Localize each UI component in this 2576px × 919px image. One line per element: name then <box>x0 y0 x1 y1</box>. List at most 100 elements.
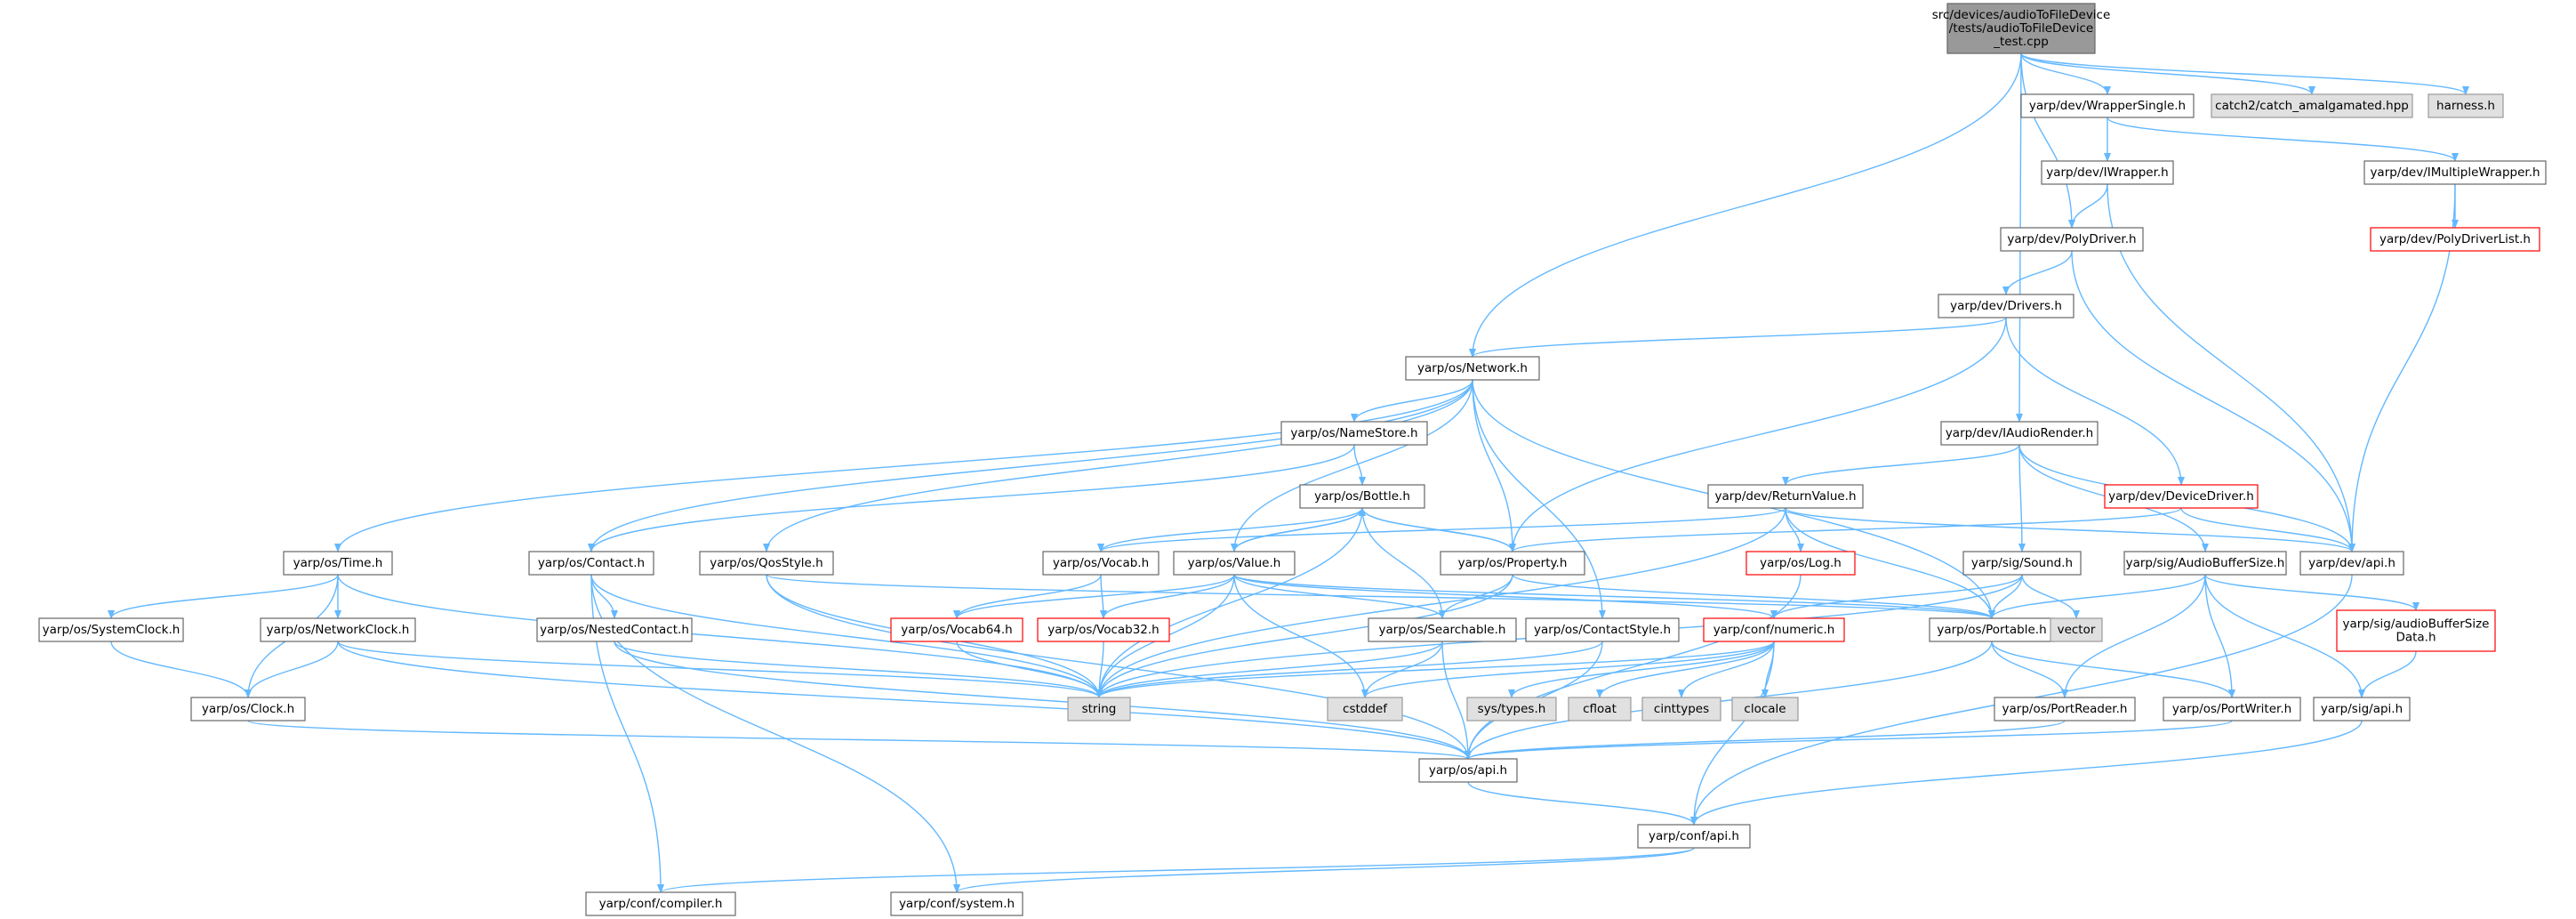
node-vocab[interactable]: yarp/os/Vocab.h <box>1042 551 1160 576</box>
node-box <box>2020 93 2195 118</box>
node-label: yarp/dev/Drivers.h <box>1950 299 2062 313</box>
edge-nestedcontact-to-string <box>614 641 1103 698</box>
node-portwriter[interactable]: yarp/os/PortWriter.h <box>2163 697 2301 721</box>
edge-network-to-contact <box>588 379 1473 552</box>
node-box <box>1946 3 2096 54</box>
node-value[interactable]: yarp/os/Value.h <box>1173 551 1296 576</box>
node-wrapsingle[interactable]: yarp/dev/WrapperSingle.h <box>2020 93 2195 118</box>
edge-property-to-string <box>1095 574 1513 698</box>
node-label: Data.h <box>2395 631 2436 645</box>
node-box <box>2000 227 2144 252</box>
edge-iwrapper-to-devapi <box>2107 183 2355 552</box>
edge-searchable-to-osapi <box>1441 641 1472 760</box>
node-label: yarp/dev/api.h <box>2308 556 2395 570</box>
node-contact[interactable]: yarp/os/Contact.h <box>528 551 654 576</box>
node-log[interactable]: yarp/os/Log.h <box>1745 551 1856 576</box>
node-iaudiorender[interactable]: yarp/dev/IAudioRender.h <box>1940 421 2099 446</box>
node-bottle[interactable]: yarp/os/Bottle.h <box>1299 484 1425 509</box>
node-sound[interactable]: yarp/sig/Sound.h <box>1962 551 2082 576</box>
node-network[interactable]: yarp/os/Network.h <box>1405 356 1540 381</box>
node-cfloat: cfloat <box>1568 697 1632 721</box>
node-box <box>699 551 834 576</box>
node-label: yarp/os/Log.h <box>1760 556 1842 570</box>
node-label: yarp/os/NestedContact.h <box>540 623 689 637</box>
node-time[interactable]: yarp/os/Time.h <box>283 551 393 576</box>
node-nestedcontact[interactable]: yarp/os/NestedContact.h <box>536 617 693 642</box>
node-devapi[interactable]: yarp/dev/api.h <box>2299 551 2404 576</box>
node-box <box>2313 697 2411 721</box>
node-box <box>260 617 416 642</box>
node-label: clocale <box>1744 702 1786 716</box>
node-box <box>1299 484 1425 509</box>
edge-wrapsingle-to-imultiwrapper <box>2107 117 2459 162</box>
edge-returnvalue-to-vocab <box>1097 507 1786 552</box>
node-portable[interactable]: yarp/os/Portable.h <box>1929 617 2055 642</box>
node-osapi[interactable]: yarp/os/api.h <box>1418 758 1518 783</box>
node-compiler[interactable]: yarp/conf/compiler.h <box>585 891 736 916</box>
node-box <box>2163 697 2301 721</box>
node-audiobuffersize[interactable]: yarp/sig/AudioBufferSize.h <box>2123 551 2287 576</box>
node-label: yarp/os/ContactStyle.h <box>1534 623 1671 637</box>
node-sigapi[interactable]: yarp/sig/api.h <box>2313 697 2411 721</box>
node-vocab32[interactable]: yarp/os/Vocab32.h <box>1037 617 1170 642</box>
node-box <box>1929 617 2055 642</box>
node-vector: vector <box>2050 617 2103 642</box>
edge-network-to-time <box>334 379 1473 552</box>
node-portreader[interactable]: yarp/os/PortReader.h <box>1994 697 2136 721</box>
node-drivers[interactable]: yarp/dev/Drivers.h <box>1938 294 2074 318</box>
node-iwrapper[interactable]: yarp/dev/IWrapper.h <box>2041 160 2174 185</box>
node-box <box>1938 294 2074 318</box>
edge-audiobuffersize-to-audiobufdata <box>2204 574 2420 611</box>
node-catch2: catch2/catch_amalgamated.hpp <box>2211 93 2413 118</box>
edge-iaudiorender-to-returnvalue <box>1782 444 2020 486</box>
node-label: yarp/os/PortReader.h <box>2002 702 2128 716</box>
node-polydriver[interactable]: yarp/dev/PolyDriver.h <box>2000 227 2144 252</box>
node-root[interactable]: src/devices/audioToFileDevice/tests/audi… <box>1932 3 2111 54</box>
node-box <box>2211 93 2413 118</box>
node-label: src/devices/audioToFileDevice <box>1932 8 2111 22</box>
node-systemclock[interactable]: yarp/os/SystemClock.h <box>38 617 184 642</box>
node-vocab64[interactable]: yarp/os/Vocab64.h <box>890 617 1023 642</box>
node-box <box>2363 160 2547 185</box>
node-label: yarp/os/Vocab.h <box>1053 556 1149 570</box>
node-namestore[interactable]: yarp/os/NameStore.h <box>1280 421 1428 446</box>
edge-numeric-to-clocale <box>1761 641 1775 698</box>
node-label: yarp/conf/system.h <box>899 897 1015 911</box>
edge-polydriver-to-drivers <box>2002 250 2073 295</box>
node-searchable[interactable]: yarp/os/Searchable.h <box>1368 617 1517 642</box>
edge-root-to-harness <box>2020 52 2469 95</box>
node-confapi[interactable]: yarp/conf/api.h <box>1637 824 1751 849</box>
node-box <box>1368 617 1517 642</box>
node-box <box>2104 484 2259 509</box>
node-system[interactable]: yarp/conf/system.h <box>890 891 1023 916</box>
node-returnvalue[interactable]: yarp/dev/ReturnValue.h <box>1707 484 1864 509</box>
node-devicedriver[interactable]: yarp/dev/DeviceDriver.h <box>2104 484 2259 509</box>
edge-osapi-to-confapi <box>1467 781 1697 826</box>
edge-network-to-contactstyle <box>1472 379 1606 619</box>
node-clock[interactable]: yarp/os/Clock.h <box>190 697 306 721</box>
node-box <box>890 891 1023 916</box>
node-box <box>2299 551 2404 576</box>
node-box <box>890 617 1023 642</box>
node-box <box>1173 551 1296 576</box>
node-property[interactable]: yarp/os/Property.h <box>1440 551 1585 576</box>
node-qosstyle[interactable]: yarp/os/QosStyle.h <box>699 551 834 576</box>
node-numeric[interactable]: yarp/conf/numeric.h <box>1703 617 1845 642</box>
node-networkclock[interactable]: yarp/os/NetworkClock.h <box>260 617 416 642</box>
edge-returnvalue-to-portable <box>1785 507 1995 619</box>
node-label: catch2/catch_amalgamated.hpp <box>2215 99 2409 113</box>
node-contactstyle[interactable]: yarp/os/ContactStyle.h <box>1525 617 1680 642</box>
node-box <box>1641 697 1721 721</box>
edge-portable-to-portreader <box>1991 641 2068 698</box>
node-label: yarp/os/Property.h <box>1458 556 1568 570</box>
edge-qosstyle-to-portable <box>766 574 1995 619</box>
node-box <box>1327 697 1403 721</box>
node-label: yarp/os/QosStyle.h <box>710 556 823 570</box>
node-imultiwrapper[interactable]: yarp/dev/IMultipleWrapper.h <box>2363 160 2547 185</box>
edge-property-to-bottle <box>1359 507 1513 552</box>
edge-value-to-bottle <box>1233 507 1366 552</box>
edge-networkclock-to-osapi <box>337 641 1472 760</box>
node-polydrvlist[interactable]: yarp/dev/PolyDriverList.h <box>2370 227 2540 252</box>
edge-sound-to-vector <box>2021 574 2080 619</box>
